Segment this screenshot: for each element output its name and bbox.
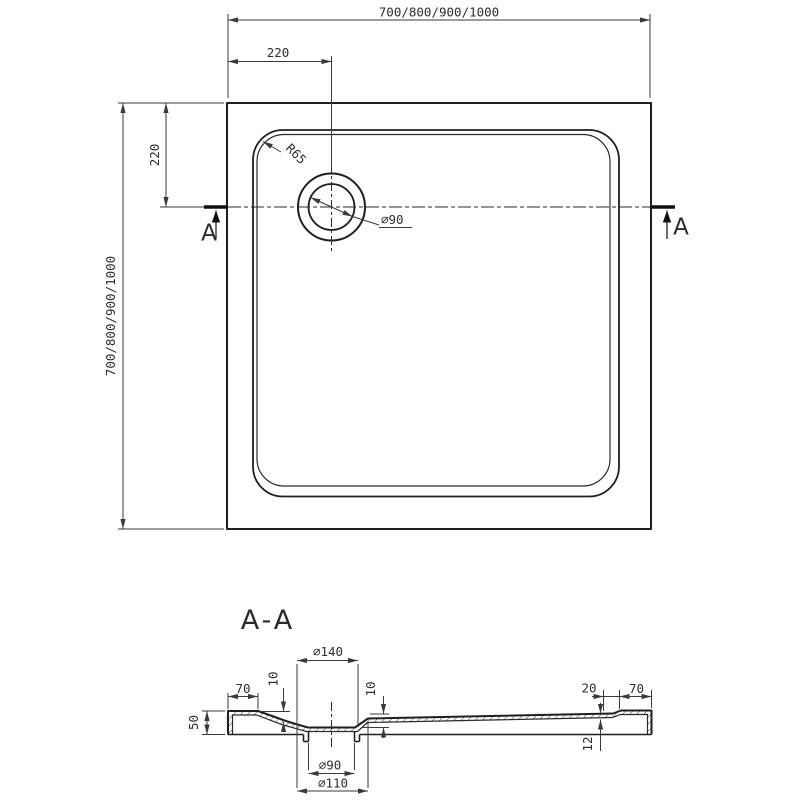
- basin-floor-edge: [256, 133, 611, 487]
- dim-drain-offset-x: 220: [228, 45, 332, 168]
- dim-drain-offset-x-label: 220: [267, 45, 290, 60]
- dim-base-thickness: 12: [580, 703, 604, 752]
- dim-recess-depth: 10: [362, 681, 389, 738]
- dim-rim-left: 70: [227, 681, 259, 709]
- dim-recess-depth-label: 10: [363, 681, 378, 696]
- dim-overall-height: 700/800/900/1000: [103, 102, 224, 530]
- dim-overall-width-label: 700/800/900/1000: [379, 5, 499, 20]
- basin-rim-edge: [252, 129, 620, 498]
- dim-drain-flange-diameter: ⌀110: [297, 723, 369, 794]
- dim-step-right: 20: [581, 681, 620, 711]
- dim-drain-flange-diameter-label: ⌀110: [318, 776, 348, 791]
- section-title: A-A: [241, 605, 296, 636]
- dim-edge-height: 50: [186, 710, 225, 735]
- dim-step-right-label: 20: [581, 681, 596, 696]
- dim-drain-offset-y: 220: [147, 103, 204, 208]
- dim-edge-height-label: 50: [186, 715, 201, 730]
- dim-drain-offset-y-label: 220: [147, 144, 162, 167]
- tray-outer-square: [226, 102, 652, 530]
- tray-profile-outer: [227, 709, 653, 735]
- dim-overall-width: 700/800/900/1000: [227, 5, 651, 98]
- dim-overall-height-label: 700/800/900/1000: [103, 256, 118, 376]
- dim-corner-radius: R65: [262, 141, 310, 168]
- dim-drain-hole-diameter-label: ⌀90: [319, 758, 342, 773]
- section-letter-right: A: [673, 215, 689, 241]
- dim-rim-right-label: 70: [629, 681, 644, 696]
- dim-recess-diameter-label: ⌀140: [313, 644, 343, 659]
- top-view: A A 700/800/900/1000 220 700/800/900/100…: [103, 5, 689, 530]
- dim-drain-diameter-label: ⌀90: [381, 212, 404, 227]
- section-view: A-A 50 70: [186, 605, 653, 794]
- dim-floor-drop: 10: [262, 671, 290, 732]
- dim-floor-drop-label: 10: [266, 671, 281, 686]
- dim-rim-left-label: 70: [235, 681, 250, 696]
- tray-bottom-and-spigot: [228, 731, 652, 743]
- tray-profile-inner: [231, 713, 649, 735]
- section-letter-left: A: [201, 221, 217, 247]
- dim-corner-radius-label: R65: [283, 141, 310, 168]
- dim-rim-right: 70: [619, 681, 652, 708]
- dim-drain-diameter: ⌀90: [310, 197, 412, 228]
- dim-base-thickness-label: 12: [580, 736, 595, 751]
- dim-recess-diameter: ⌀140: [296, 644, 359, 788]
- dim-drain-hole-diameter: ⌀90: [308, 743, 355, 777]
